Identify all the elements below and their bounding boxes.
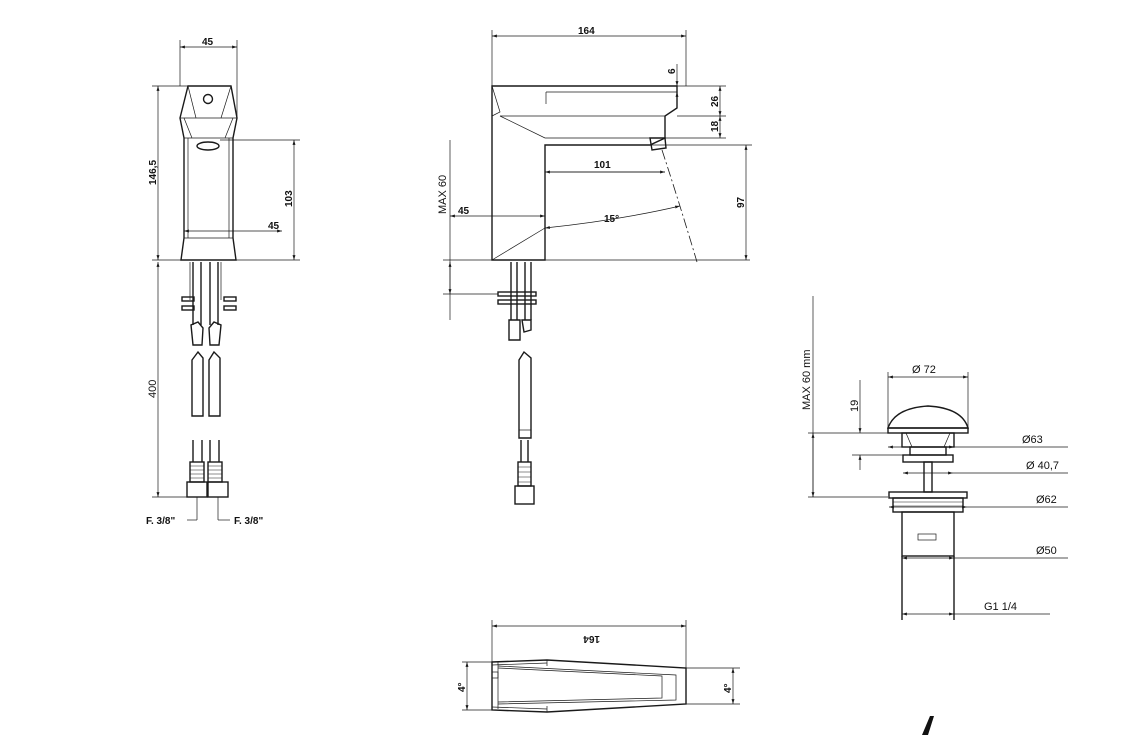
front-connector-right <box>207 481 229 498</box>
front-connection-left: F. 3/8" <box>146 516 175 527</box>
front-dim-width-top: 45 <box>202 37 214 48</box>
waste-dim-max-deck: MAX 60 mm <box>801 349 813 410</box>
top-dim-angle-left: 4° <box>457 682 468 692</box>
page-edge-mark <box>922 716 934 735</box>
top-dim-angle-right: 4° <box>723 683 734 693</box>
waste-dim-body-dia: Ø50 <box>1036 545 1057 557</box>
waste-view: Ø 72 MAX 60 mm 19 Ø63 Ø 40,7 Ø62 Ø50 G1 … <box>801 296 1068 620</box>
side-body-outline <box>491 85 678 261</box>
waste-dim-cap-dia: Ø 72 <box>912 364 936 376</box>
front-connector-left <box>186 481 208 498</box>
side-dim-max-deck: MAX 60 <box>437 175 449 214</box>
side-dim-spout-thickness: 18 <box>710 120 721 132</box>
side-dim-length: 164 <box>578 26 595 37</box>
waste-dim-nut-dia: Ø62 <box>1036 494 1057 506</box>
top-dim-length: 164 <box>583 633 600 644</box>
waste-dim-stem-dia: Ø 40,7 <box>1026 460 1059 472</box>
side-dim-angle: 15° <box>604 214 619 225</box>
waste-dim-thread: G1 1/4 <box>984 601 1017 613</box>
waste-cap <box>887 405 969 429</box>
front-dim-width-base: 45 <box>268 221 280 232</box>
waste-dim-cap-height: 19 <box>849 400 861 412</box>
top-body-outline <box>491 659 687 713</box>
front-aerator <box>196 141 220 151</box>
front-dim-height-total: 146,5 <box>148 160 159 185</box>
side-dim-body-depth: 45 <box>458 206 470 217</box>
front-body-outline <box>179 85 238 261</box>
waste-dim-flange-dia: Ø63 <box>1022 434 1043 446</box>
side-dim-lever-height: 26 <box>710 95 721 107</box>
front-dim-spout-height: 103 <box>284 190 295 207</box>
front-lever-hole <box>202 93 214 105</box>
front-view: 45 146,5 103 45 400 F. 3/8" F. 3/8" <box>146 37 300 527</box>
side-view: 164 6 26 18 101 97 45 15° MAX 60 <box>437 26 752 505</box>
side-dim-lever: 6 <box>667 68 678 74</box>
front-dim-hose-length: 400 <box>147 380 159 398</box>
side-dim-reach: 101 <box>594 160 611 171</box>
top-view: 164 4° 4° <box>457 620 740 713</box>
front-connection-right: F. 3/8" <box>234 516 263 527</box>
side-dim-outlet-height: 97 <box>736 196 747 208</box>
